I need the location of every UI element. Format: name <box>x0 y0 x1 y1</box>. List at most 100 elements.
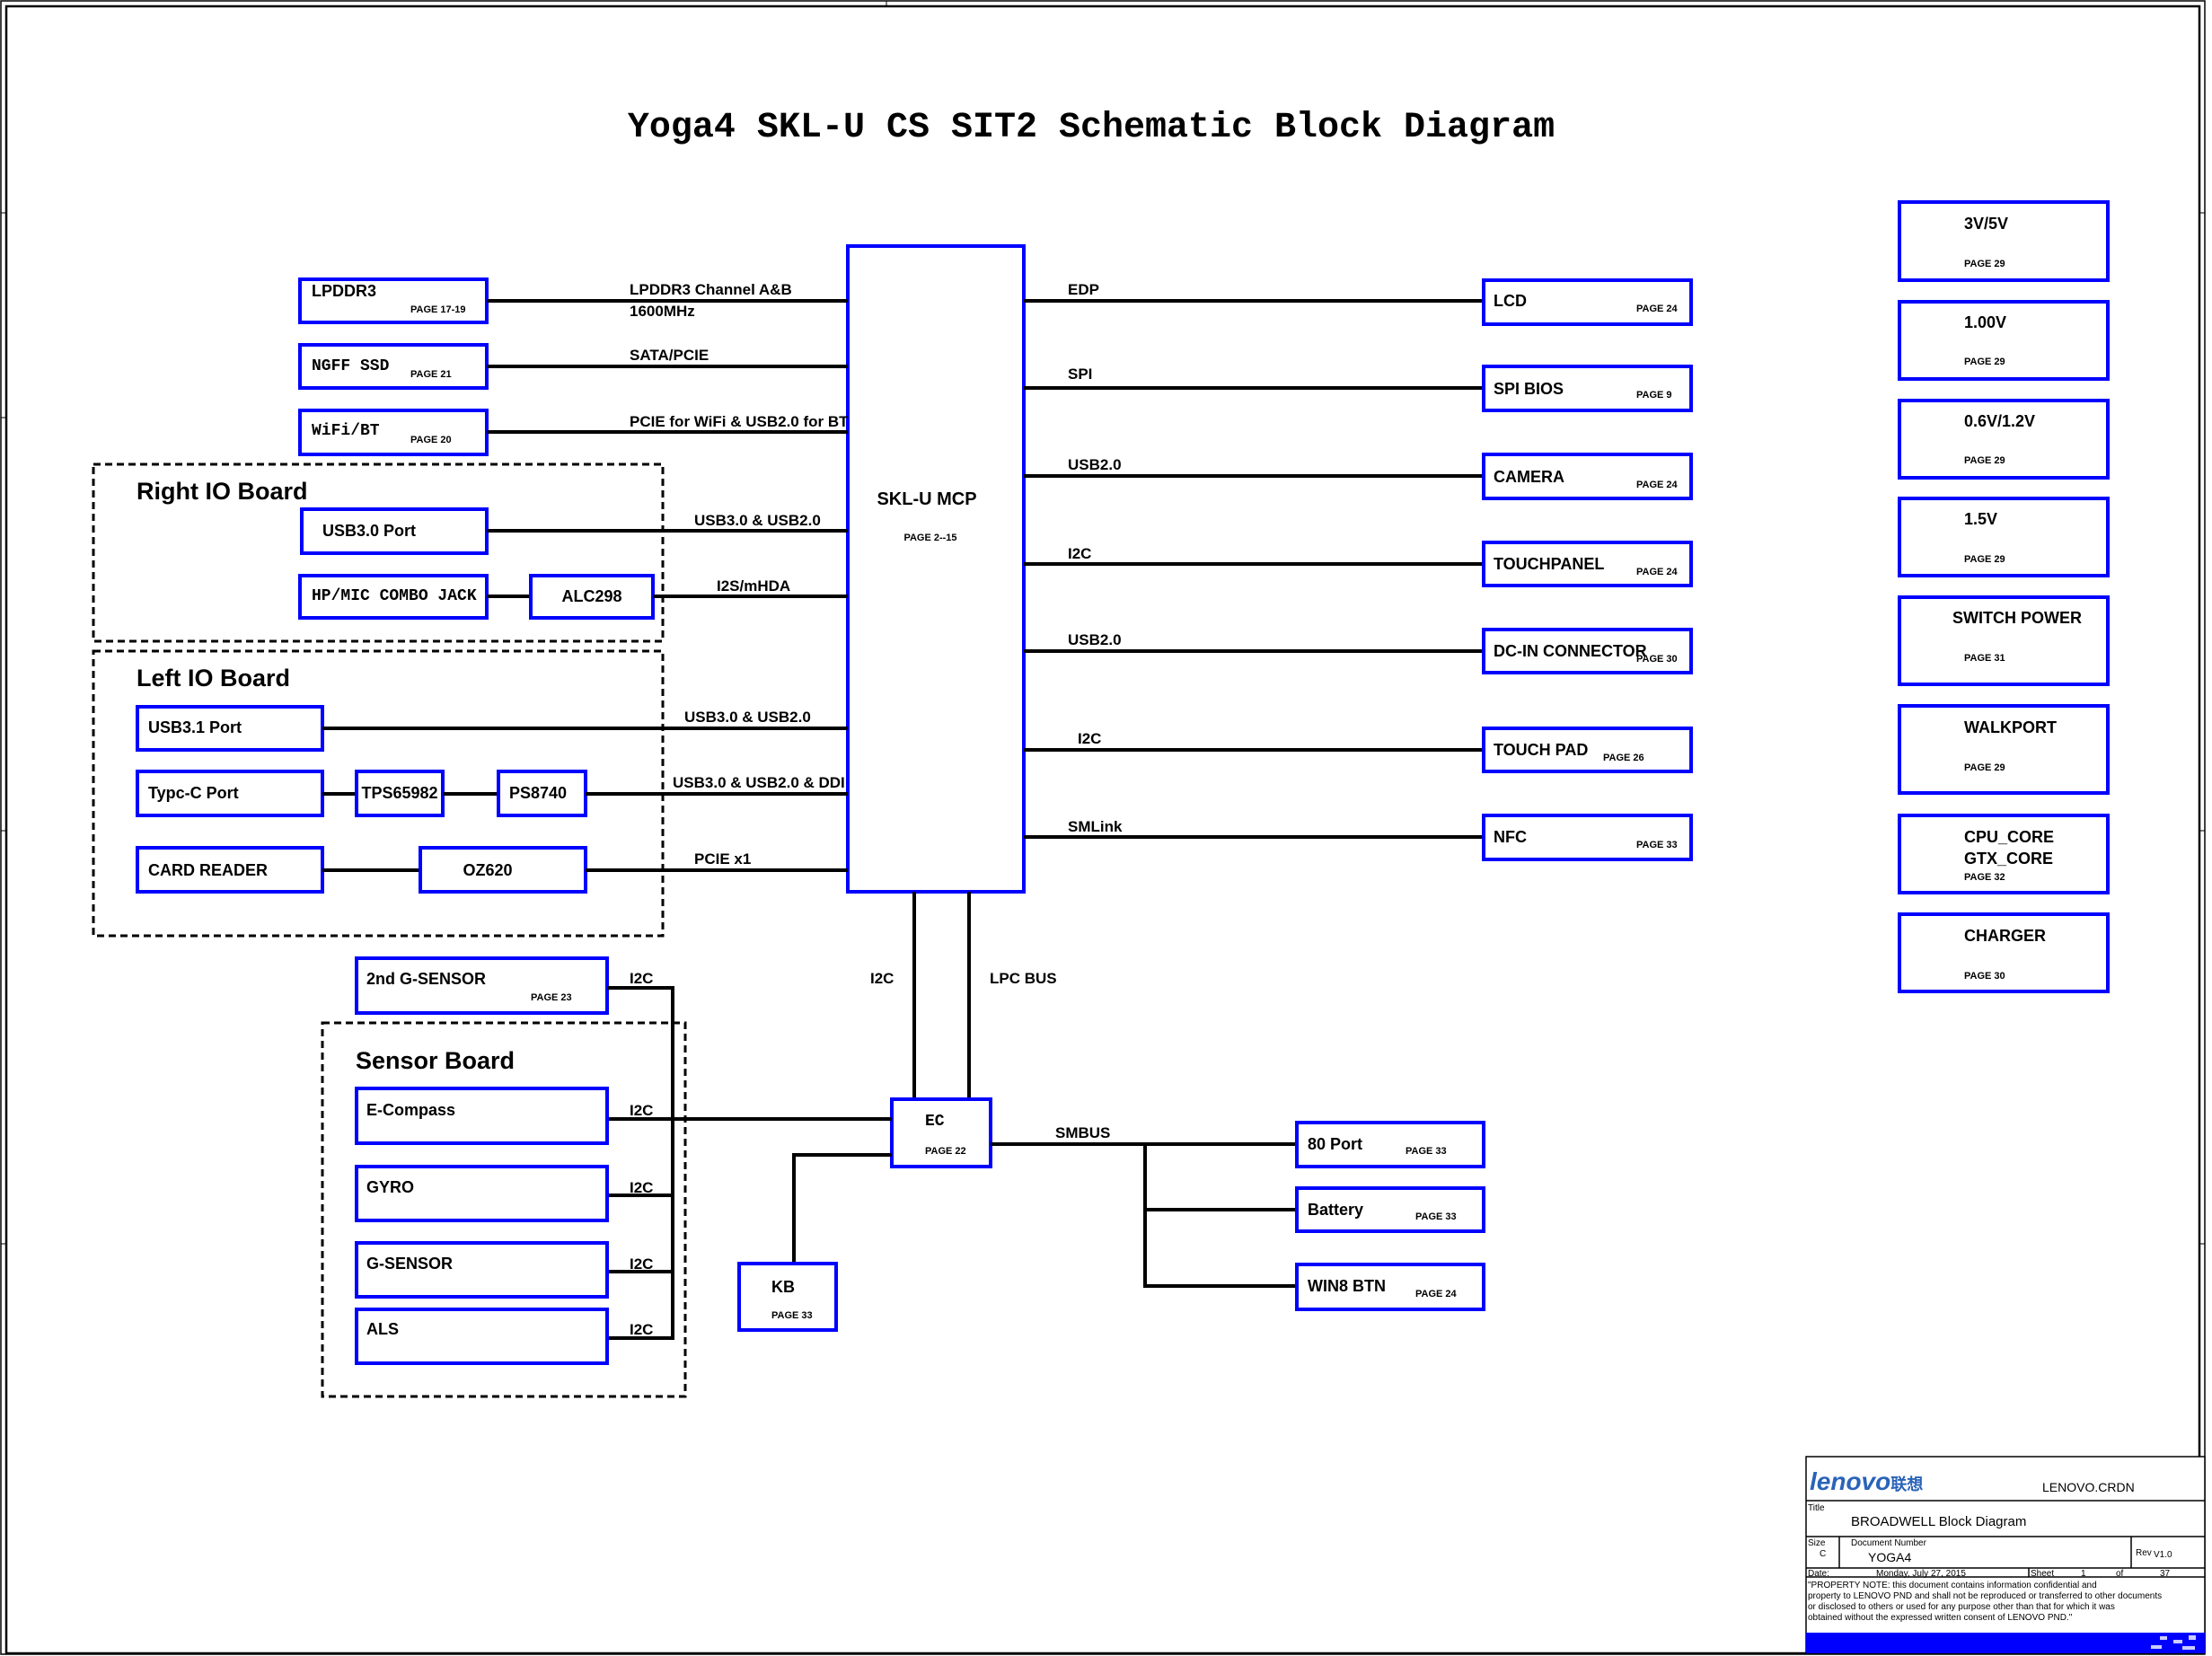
power-1v00[interactable]: 1.00V PAGE 29 <box>1898 300 2110 381</box>
tps65982-block[interactable]: TPS65982 <box>355 770 445 817</box>
dc-in-page: PAGE 30 <box>1636 654 1678 665</box>
usb30-port-label: USB3.0 Port <box>322 522 416 540</box>
card-reader-block[interactable]: CARD READER <box>136 846 324 894</box>
peripheral-touchpanel[interactable]: I2C TOUCHPANEL PAGE 24 <box>1024 541 1693 587</box>
peripheral-camera[interactable]: USB2.0 CAMERA PAGE 24 <box>1024 453 1693 500</box>
hp-mic-jack-block[interactable]: HP/MIC COMBO JACK <box>298 574 489 620</box>
power-1v5[interactable]: 1.5V PAGE 29 <box>1898 497 2110 577</box>
left-io-board-label: Left IO Board <box>137 665 290 691</box>
right-io-board-label: Right IO Board <box>137 478 308 505</box>
gsensor-bus-label: I2C <box>630 1255 653 1273</box>
nfc-bus-label: SMLink <box>1068 818 1123 835</box>
diagram-title: Yoga4 SKL-U CS SIT2 Schematic Block Diag… <box>628 108 1555 148</box>
cpu-ec-i2c-label: I2C <box>870 970 894 987</box>
battery-block[interactable]: Battery PAGE 33 <box>1295 1186 1485 1233</box>
peripheral-spi-bios[interactable]: SPI SPI BIOS PAGE 9 <box>1024 365 1693 412</box>
power-walkport[interactable]: WALKPORT PAGE 29 <box>1898 704 2110 795</box>
i2s-bus-label: I2S/mHDA <box>717 577 790 595</box>
power-charger[interactable]: CHARGER PAGE 30 <box>1898 912 2110 993</box>
gyro-block[interactable]: GYRO <box>355 1165 609 1222</box>
cpu-block[interactable]: SKL-U MCP PAGE 2--15 <box>846 244 1026 894</box>
gyro-bus-label: I2C <box>630 1179 653 1196</box>
kb-label: KB <box>771 1278 795 1296</box>
usb30-bus-label: USB3.0 & USB2.0 <box>694 512 821 529</box>
ngff-ssd-label: NGFF SSD <box>312 357 390 375</box>
peripheral-dc-in[interactable]: USB2.0 DC-IN CONNECTOR PAGE 30 <box>1024 628 1693 674</box>
sensor-board-label: Sensor Board <box>356 1047 515 1074</box>
wifi-bt-block[interactable]: WiFi/BT PAGE 20 <box>298 409 489 456</box>
alc298-block[interactable]: ALC298 <box>529 574 655 620</box>
peripheral-lcd[interactable]: EDP LCD PAGE 24 <box>1024 278 1693 326</box>
sensor-i2c-bus <box>607 986 674 1340</box>
battery-label: Battery <box>1308 1201 1363 1219</box>
second-gsensor-block[interactable]: 2nd G-SENSOR PAGE 23 <box>355 956 609 1015</box>
typec-port-label: Typc-C Port <box>148 784 239 802</box>
lpddr3-label: LPDDR3 <box>312 282 376 300</box>
power-0v6-1v2[interactable]: 0.6V/1.2V PAGE 29 <box>1898 399 2110 480</box>
lcd-label: LCD <box>1494 292 1527 310</box>
title-block: lenovo联想 LENOVO.CRDN Title BROADWELL Blo… <box>1805 1456 2206 1654</box>
lpddr3-bus-label: LPDDR3 Channel A&B <box>630 281 792 298</box>
power-charger-label: CHARGER <box>1964 927 2046 945</box>
second-gsensor-label: 2nd G-SENSOR <box>366 970 486 988</box>
touch-pad-page: PAGE 26 <box>1603 753 1644 763</box>
camera-label: CAMERA <box>1494 468 1564 486</box>
ps8740-block[interactable]: PS8740 <box>497 770 587 817</box>
power-1v00-label: 1.00V <box>1964 313 2006 331</box>
wifi-bus-label: PCIE for WiFi & USB2.0 for BT <box>630 413 849 430</box>
battery-page: PAGE 33 <box>1415 1211 1457 1222</box>
port80-block[interactable]: 80 Port PAGE 33 <box>1295 1121 1485 1168</box>
win8-btn-block[interactable]: WIN8 BTN PAGE 24 <box>1295 1263 1485 1311</box>
ecompass-block[interactable]: E-Compass <box>355 1087 609 1145</box>
ec-kb-wire <box>792 1153 892 1264</box>
oz620-block[interactable]: OZ620 <box>419 846 587 894</box>
als-label: ALS <box>366 1320 399 1338</box>
oz620-label: OZ620 <box>463 861 512 879</box>
power-switch-page: PAGE 31 <box>1964 653 2005 664</box>
smbus-branch <box>1143 1144 1297 1288</box>
title-block-band <box>1806 1633 2205 1653</box>
smbus-label: SMBUS <box>1055 1124 1110 1141</box>
lpddr3-bus-speed: 1600MHz <box>630 303 695 320</box>
lpddr3-block[interactable]: LPDDR3 PAGE 17-19 <box>298 277 489 324</box>
typec-port-block[interactable]: Typc-C Port <box>136 770 324 817</box>
ngff-ssd-block[interactable]: NGFF SSD PAGE 21 <box>298 343 489 390</box>
dc-in-label: DC-IN CONNECTOR <box>1494 642 1647 660</box>
typec-bus-label: USB3.0 & USB2.0 & DDI <box>673 774 845 791</box>
ngff-bus-label: SATA/PCIE <box>630 347 709 364</box>
second-gsensor-bus-label: I2C <box>630 970 653 987</box>
property-note-line: or disclosed to others or used for any p… <box>1808 1602 2115 1612</box>
power-switch[interactable]: SWITCH POWER PAGE 31 <box>1898 595 2110 686</box>
title-block-rev-label: Rev <box>2136 1548 2152 1558</box>
title-block-size: C <box>1820 1549 1826 1559</box>
power-cpu-gtx-core[interactable]: CPU_CORE GTX_CORE PAGE 32 <box>1898 814 2110 894</box>
ec-block[interactable]: EC PAGE 22 <box>890 1097 992 1168</box>
kb-block[interactable]: KB PAGE 33 <box>737 1262 838 1332</box>
lenovo-logo: lenovo联想 <box>1810 1467 1923 1495</box>
power-charger-page: PAGE 30 <box>1964 971 2005 982</box>
gsensor-label: G-SENSOR <box>366 1255 453 1273</box>
usb30-port-block[interactable]: USB3.0 Port <box>300 507 489 555</box>
card-reader-label: CARD READER <box>148 861 268 879</box>
cpu-ec-lpc-label: LPC BUS <box>990 970 1057 987</box>
hp-mic-jack-label: HP/MIC COMBO JACK <box>312 587 477 605</box>
gsensor-block[interactable]: G-SENSOR <box>355 1241 609 1299</box>
cpu-page: PAGE 2--15 <box>903 533 956 543</box>
usb31-port-block[interactable]: USB3.1 Port <box>136 705 324 752</box>
nfc-page: PAGE 33 <box>1636 840 1678 850</box>
title-block-size-label: Size <box>1808 1538 1826 1548</box>
wifi-bt-label: WiFi/BT <box>312 422 380 440</box>
lcd-page: PAGE 24 <box>1636 304 1679 314</box>
port80-page: PAGE 33 <box>1406 1146 1447 1157</box>
spi-bios-page: PAGE 9 <box>1636 390 1672 401</box>
second-gsensor-page: PAGE 23 <box>531 992 572 1003</box>
cpu-name: SKL-U MCP <box>877 489 976 509</box>
power-3v5v[interactable]: 3V/5V PAGE 29 <box>1898 200 2110 282</box>
usb31-bus-label: USB3.0 & USB2.0 <box>684 709 811 726</box>
peripheral-nfc[interactable]: SMLink NFC PAGE 33 <box>1024 814 1693 861</box>
peripheral-touch-pad[interactable]: I2C TOUCH PAD PAGE 26 <box>1024 727 1693 773</box>
als-block[interactable]: ALS <box>355 1308 609 1365</box>
property-note-line: property to LENOVO PND and shall not be … <box>1808 1591 2162 1601</box>
